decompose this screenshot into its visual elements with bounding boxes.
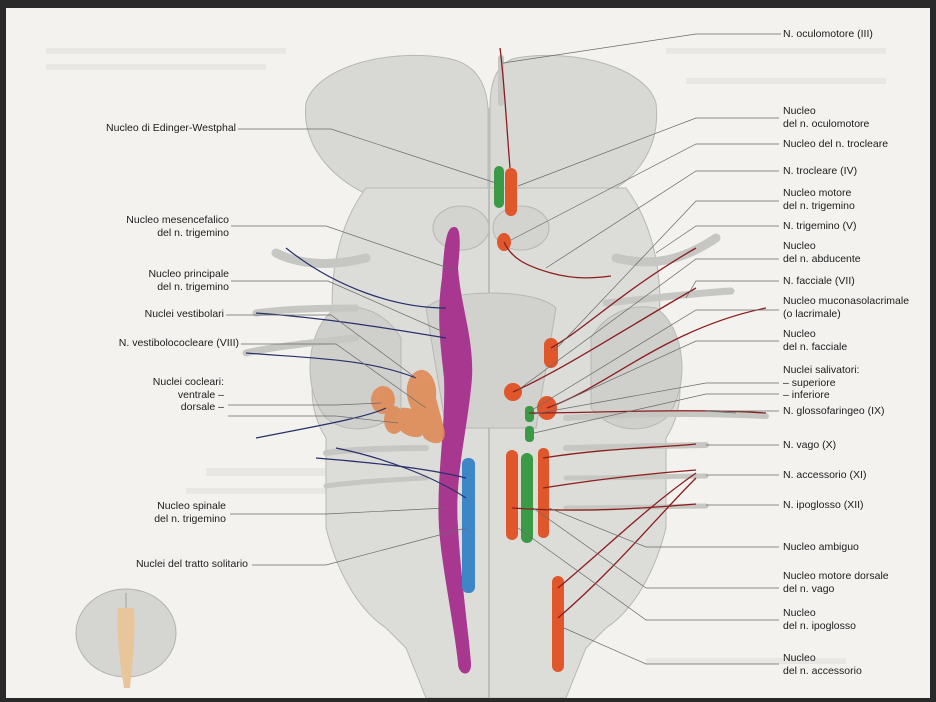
label-trigeminal-motor-nucleus: Nucleo motore del n. trigemino [783,187,855,212]
label-vagus-nerve: N. vago (X) [783,439,836,452]
label-ambiguus-nucleus: Nucleo ambiguo [783,541,859,554]
label-line: Nucleo [783,105,869,118]
label-line: dorsale – [153,401,224,414]
label-line: Nucleo [783,607,856,620]
label-line: del n. abducente [783,253,861,266]
label-oculomotor-nucleus: Nucleo del n. oculomotore [783,105,869,130]
ambiguus-nucleus [538,448,549,538]
label-dorsal-vagal-nucleus: Nucleo motore dorsale del n. vago [783,570,889,595]
label-line: del n. vago [783,583,889,596]
edinger-westphal-nucleus [494,166,504,208]
label-mesencephalic-nucleus: Nucleo mesencefalico del n. trigemino [126,214,229,239]
label-line: del n. facciale [783,341,847,354]
label-hypoglossal-nucleus: Nucleo del n. ipoglosso [783,607,856,632]
label-vestibulocochlear-nerve: N. vestibolococleare (VIII) [119,337,239,350]
label-line: Nucleo mesencefalico [126,214,229,227]
label-accessory-nerve: N. accessorio (XI) [783,469,866,482]
label-line: del n. accessorio [783,665,862,678]
label-line: ventrale – [153,389,224,402]
dorsal-vagal-nucleus [521,453,533,543]
label-salivary-nuclei: Nuclei salivatori: – superiore – inferio… [783,364,859,402]
label-oculomotor-nerve: N. oculomotore (III) [783,28,873,41]
label-line: Nucleo [783,328,847,341]
label-hypoglossal-nerve: N. ipoglosso (XII) [783,499,864,512]
solitary-tract-nucleus [462,458,475,593]
label-line: Nuclei salivatori: [783,364,859,377]
salivary-inferior-nucleus [525,426,534,442]
label-line: del n. trigemino [148,281,229,294]
brainstem-body [306,55,682,698]
label-trigeminal-nerve: N. trigemino (V) [783,220,857,233]
hypoglossal-nucleus [506,450,518,540]
label-glossopharyngeal-nerve: N. glossofaringeo (IX) [783,405,885,418]
label-line: – superiore [783,377,859,390]
label-trochlear-nerve: N. trocleare (IV) [783,165,857,178]
label-line: del n. trigemino [783,200,855,213]
label-line: del n. oculomotore [783,118,869,131]
label-cochlear-nuclei: Nuclei cocleari: ventrale – dorsale – [153,376,224,414]
label-accessory-nucleus: Nucleo del n. accessorio [783,652,862,677]
brain-inset-icon [76,589,176,688]
label-line: Nucleo motore dorsale [783,570,889,583]
label-line: del n. ipoglosso [783,620,856,633]
page: Nucleo di Edinger-Westphal Nucleo mesenc… [6,8,930,698]
label-line: del n. trigemino [154,513,226,526]
label-edinger-westphal: Nucleo di Edinger-Westphal [106,122,236,135]
label-line: (o lacrimale) [783,308,909,321]
label-line: Nucleo principale [148,268,229,281]
label-line: Nucleo spinale [154,500,226,513]
label-line: Nuclei cocleari: [153,376,224,389]
trigeminal-motor-nucleus [544,338,558,368]
label-line: – inferiore [783,389,859,402]
label-solitary-tract-nuclei: Nuclei del tratto solitario [136,558,248,571]
label-trochlear-nucleus: Nucleo del n. trocleare [783,138,888,151]
label-principal-nucleus: Nucleo principale del n. trigemino [148,268,229,293]
label-line: del n. trigemino [126,227,229,240]
label-lacrimal-nucleus: Nucleo muconasolacrimale (o lacrimale) [783,295,909,320]
label-line: Nucleo motore [783,187,855,200]
label-vestibular-nuclei: Nuclei vestibolari [145,308,224,321]
label-facial-nucleus: Nucleo del n. facciale [783,328,847,353]
label-abducens-nucleus: Nucleo del n. abducente [783,240,861,265]
label-spinal-trigeminal-nucleus: Nucleo spinale del n. trigemino [154,500,226,525]
oculomotor-nucleus [505,168,517,216]
label-line: Nucleo [783,652,862,665]
salivary-superior-nucleus [525,406,534,422]
label-line: Nucleo muconasolacrimale [783,295,909,308]
accessory-nucleus [552,576,564,672]
label-line: Nucleo [783,240,861,253]
label-facial-nerve: N. facciale (VII) [783,275,855,288]
